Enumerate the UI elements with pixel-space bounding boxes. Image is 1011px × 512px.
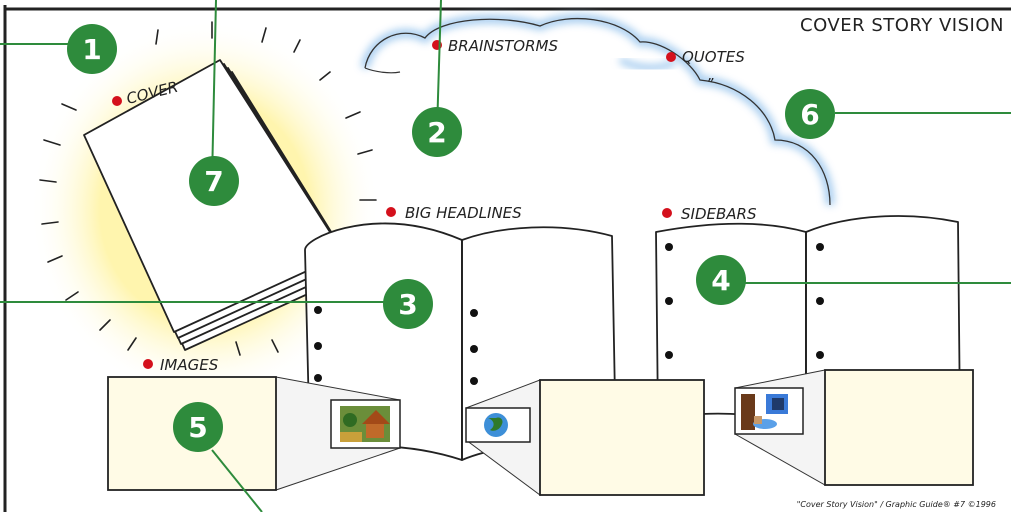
image-panel-left <box>108 377 400 490</box>
footer-credit: "Cover Story Vision" / Graphic Guide® #7… <box>797 500 996 509</box>
label-quotes: QUOTES <box>682 48 745 66</box>
label-sidebars: SIDEBARS <box>681 205 757 223</box>
house-picture-icon <box>340 406 390 442</box>
image-panel-right <box>735 370 973 485</box>
svg-text:1: 1 <box>82 33 101 66</box>
badge-5: 5 <box>173 402 223 452</box>
badge-1: 1 <box>67 24 117 74</box>
svg-text:2: 2 <box>427 116 446 149</box>
svg-text:5: 5 <box>188 411 207 444</box>
badge-7: 7 <box>189 156 239 206</box>
svg-text:6: 6 <box>800 98 819 131</box>
label-quote-mark: „ <box>708 68 715 84</box>
globe-icon <box>484 413 508 437</box>
label-big-headlines: BIG HEADLINES <box>405 204 522 222</box>
badge-2: 2 <box>412 107 462 157</box>
image-panel-middle <box>466 380 704 495</box>
svg-text:7: 7 <box>204 165 223 198</box>
svg-text:3: 3 <box>398 288 417 321</box>
svg-text:4: 4 <box>711 264 730 297</box>
badge-4: 4 <box>696 255 746 305</box>
page-title: COVER STORY VISION <box>800 15 1004 36</box>
label-brainstorms: BRAINSTORMS <box>448 37 558 55</box>
badge-6: 6 <box>785 89 835 139</box>
label-images: IMAGES <box>160 356 219 374</box>
badge-3: 3 <box>383 279 433 329</box>
